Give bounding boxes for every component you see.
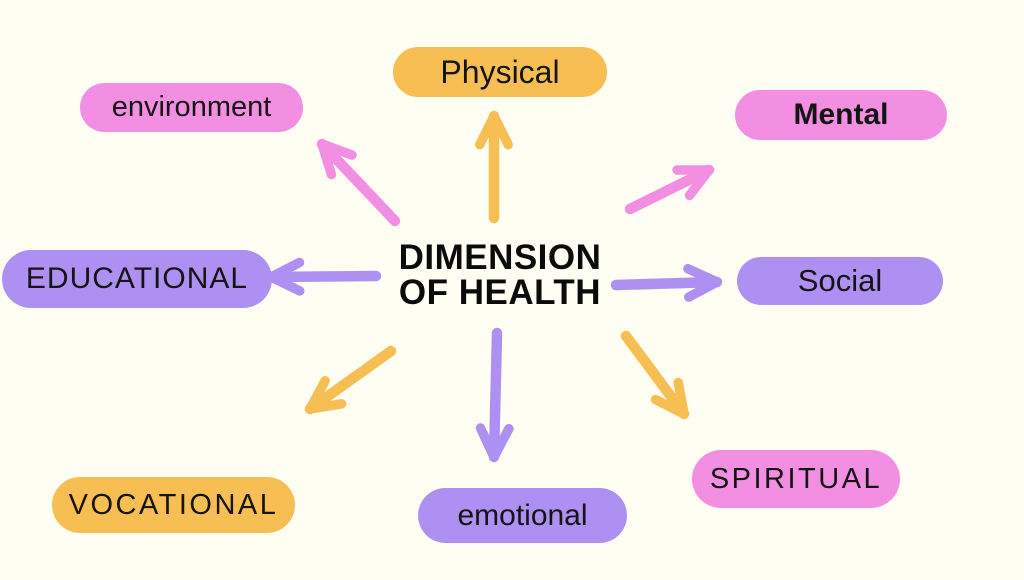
node-vocational: VOCATIONAL — [52, 477, 295, 533]
node-vocational-label: VOCATIONAL — [68, 488, 279, 521]
node-emotional-label: emotional — [457, 498, 588, 532]
arrow-to-mental — [624, 164, 715, 215]
node-social-label: Social — [797, 263, 883, 298]
arrow-to-social — [610, 263, 723, 302]
node-emotional: emotional — [418, 488, 627, 543]
arrow-to-educational — [265, 257, 382, 296]
center-title: DIMENSION OF HEALTH — [350, 240, 650, 310]
node-mental-label: Mental — [793, 98, 889, 131]
node-environment-label: environment — [111, 91, 272, 123]
node-spiritual-label: SPIRITUAL — [709, 462, 883, 495]
node-physical: Physical — [393, 47, 607, 97]
node-mental: Mental — [735, 90, 947, 140]
arrow-to-environment — [316, 138, 401, 227]
node-environment: environment — [80, 83, 303, 132]
node-educational-label: EDUCATIONAL — [25, 262, 249, 295]
node-social: Social — [737, 257, 943, 305]
center-title-line2: OF HEALTH — [398, 273, 602, 312]
node-educational: EDUCATIONAL — [2, 250, 272, 308]
node-spiritual: SPIRITUAL — [692, 450, 900, 508]
arrow-to-spiritual — [620, 330, 690, 420]
center-title-line1: DIMENSION — [398, 238, 602, 277]
node-physical-label: Physical — [440, 53, 560, 90]
arrow-to-vocational — [304, 345, 397, 415]
arrow-to-physical — [475, 110, 513, 224]
arrow-to-emotional — [475, 327, 514, 463]
